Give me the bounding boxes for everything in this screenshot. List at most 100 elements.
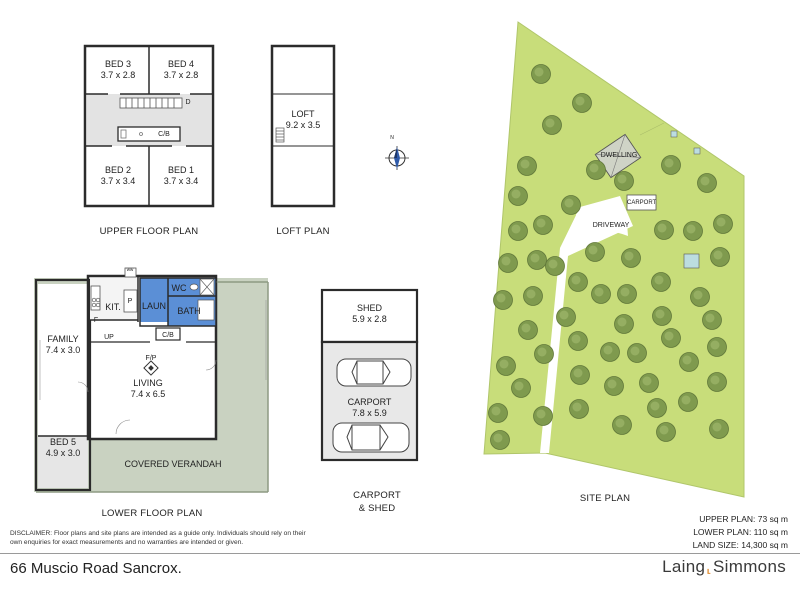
room-size: 3.7 x 2.8 bbox=[100, 70, 136, 80]
loft-plan-title: LOFT PLAN bbox=[276, 226, 330, 237]
tree-highlight bbox=[526, 289, 536, 299]
room-size: 7.4 x 3.0 bbox=[45, 345, 81, 355]
tree-highlight bbox=[650, 401, 660, 411]
brand-part-2: Simmons bbox=[713, 557, 786, 576]
tree-highlight bbox=[654, 275, 664, 285]
tree-highlight bbox=[624, 251, 634, 261]
fridge-tag: F bbox=[93, 317, 99, 324]
compass-north-label: N bbox=[390, 135, 394, 141]
upper-cb-tag: C/B bbox=[158, 131, 170, 138]
land-size: LAND SIZE: 14,300 sq m bbox=[692, 540, 788, 550]
brand-part-1: Laing bbox=[662, 557, 706, 576]
tree-highlight bbox=[588, 245, 598, 255]
room-name: LIVING bbox=[133, 378, 163, 388]
compass-rose bbox=[385, 146, 409, 170]
carport-shed-title-line-1: CARPORT bbox=[353, 490, 401, 501]
carport-shed-title: CARPORT & SHED bbox=[322, 489, 432, 515]
tree-highlight bbox=[564, 198, 574, 208]
tree-highlight bbox=[521, 323, 531, 333]
lower-floor-plan-drawing bbox=[34, 267, 269, 493]
site-label-dwelling: DWELLING bbox=[600, 152, 638, 159]
footer-divider bbox=[0, 553, 800, 554]
tree-highlight bbox=[655, 309, 665, 319]
tree-highlight bbox=[686, 224, 696, 234]
tree-highlight bbox=[659, 425, 669, 435]
room-covered-verandah: COVERED VERANDAH bbox=[124, 459, 222, 469]
loft-plan-drawing bbox=[270, 44, 336, 208]
tree-highlight bbox=[589, 163, 599, 173]
tree-highlight bbox=[548, 259, 558, 269]
tree-highlight bbox=[572, 402, 582, 412]
disclaimer-text: DISCLAIMER: Floor plans and site plans a… bbox=[10, 530, 306, 546]
tree-highlight bbox=[575, 96, 585, 106]
tree-highlight bbox=[617, 174, 627, 184]
agency-logo: Laing⸤Simmons bbox=[662, 557, 786, 577]
tree-highlight bbox=[607, 379, 617, 389]
tree-highlight bbox=[630, 346, 640, 356]
room-bed-1: BED 1 3.7 x 3.4 bbox=[150, 165, 212, 187]
tree-highlight bbox=[681, 395, 691, 405]
fireplace-tag: F/P bbox=[145, 355, 157, 362]
room-name: BED 3 bbox=[104, 59, 131, 69]
tree-highlight bbox=[682, 355, 692, 365]
tree-highlight bbox=[642, 376, 652, 386]
tree-highlight bbox=[559, 310, 569, 320]
carport-shed-title-line-2: & SHED bbox=[358, 503, 396, 514]
tree-highlight bbox=[573, 368, 583, 378]
tree-highlight bbox=[615, 418, 625, 428]
tree-highlight bbox=[705, 313, 715, 323]
site-label-driveway: DRIVEWAY bbox=[592, 222, 630, 229]
tree-highlight bbox=[700, 176, 710, 186]
lower-up-tag: UP bbox=[104, 334, 114, 341]
tree-highlight bbox=[536, 218, 546, 228]
tree-highlight bbox=[536, 409, 546, 419]
room-name: SHED bbox=[356, 303, 382, 313]
room-living: LIVING 7.4 x 6.5 bbox=[110, 378, 186, 400]
room-bed-3: BED 3 3.7 x 2.8 bbox=[88, 59, 148, 81]
room-laundry: LAUN bbox=[141, 301, 166, 311]
upper-stairs bbox=[119, 97, 183, 109]
room-size: 3.7 x 2.8 bbox=[163, 70, 199, 80]
tree-highlight bbox=[501, 256, 511, 266]
site-plan-drawing bbox=[483, 21, 745, 498]
room-size: 3.7 x 3.4 bbox=[163, 176, 199, 186]
tree-highlight bbox=[710, 375, 720, 385]
brand-mark: ⸤ bbox=[706, 559, 713, 575]
tree-highlight bbox=[620, 287, 630, 297]
carport-shed-drawing bbox=[320, 288, 419, 462]
tree-highlight bbox=[657, 223, 667, 233]
tree-highlight bbox=[664, 158, 674, 168]
tree-highlight bbox=[716, 217, 726, 227]
room-loft: LOFT 9.2 x 3.5 bbox=[273, 109, 333, 131]
tree-highlight bbox=[520, 159, 530, 169]
room-bath: BATH bbox=[177, 306, 201, 316]
property-address: 66 Muscio Road Sancrox. bbox=[10, 560, 182, 577]
tree-highlight bbox=[712, 422, 722, 432]
room-size: 3.7 x 3.4 bbox=[100, 176, 136, 186]
tree-highlight bbox=[537, 347, 547, 357]
room-bed-5: BED 5 4.9 x 3.0 bbox=[38, 437, 88, 459]
car-lower bbox=[332, 422, 410, 453]
room-size: 5.9 x 2.8 bbox=[352, 314, 387, 324]
tree-highlight bbox=[545, 118, 555, 128]
water-tank bbox=[683, 253, 700, 269]
room-name: LOFT bbox=[291, 109, 315, 119]
tree-highlight bbox=[710, 340, 720, 350]
tree-highlight bbox=[571, 334, 581, 344]
room-kitchen: KIT. bbox=[105, 302, 121, 312]
room-name: BED 1 bbox=[167, 165, 194, 175]
upper-floor-plan-title: UPPER FLOOR PLAN bbox=[99, 226, 199, 237]
room-shed: SHED 5.9 x 2.8 bbox=[322, 303, 417, 325]
tree-highlight bbox=[530, 253, 540, 263]
room-name: BED 2 bbox=[104, 165, 131, 175]
lower-floor-plan-title: LOWER FLOOR PLAN bbox=[101, 508, 203, 519]
tree-highlight bbox=[511, 224, 521, 234]
site-trees bbox=[488, 64, 733, 450]
room-carport: CARPORT 7.8 x 5.9 bbox=[322, 397, 417, 419]
tree-highlight bbox=[617, 317, 627, 327]
room-name: FAMILY bbox=[47, 334, 79, 344]
tree-highlight bbox=[491, 406, 501, 416]
tree-highlight bbox=[534, 67, 544, 77]
tree-highlight bbox=[514, 381, 524, 391]
